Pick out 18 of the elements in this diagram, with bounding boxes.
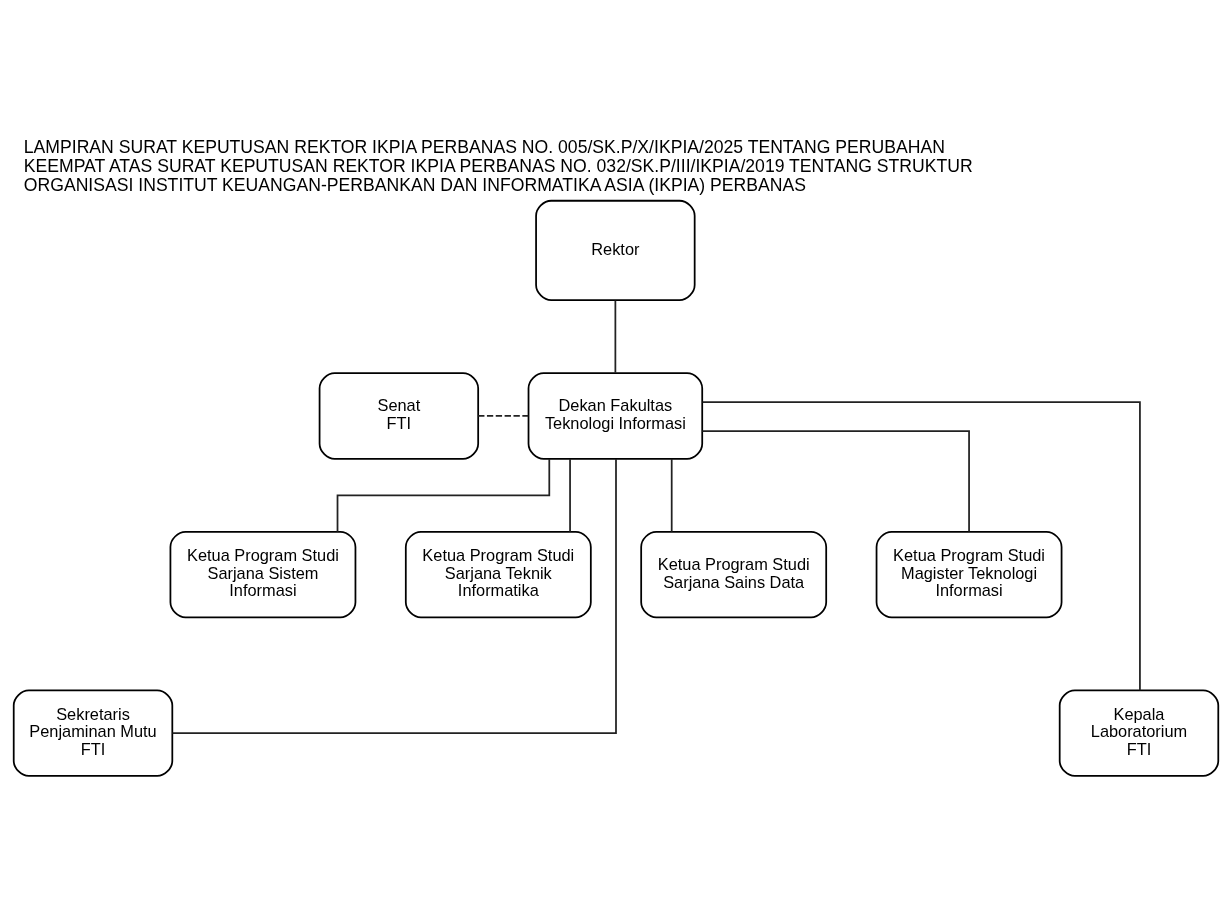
connector [614,299,617,374]
node-box: Dekan Fakultas Teknologi Informasi [527,372,704,460]
node-box: Ketua Program Studi Sarjana Sains Data [640,530,828,619]
connector [701,430,970,533]
connector [171,458,617,735]
node-box: Rektor [535,199,696,302]
node-box: Ketua Program Studi Sarjana Teknik Informatika [404,530,592,619]
connector [477,415,530,417]
node-box: Senat FTI [318,372,480,460]
connector [569,458,571,533]
connector [670,458,673,533]
connector [336,458,551,533]
node-box: Kepala Laboratorium FTI [1058,689,1220,777]
node-box: Ketua Program Studi Sarjana Sistem Informasi [169,530,357,619]
node-box: Sekretaris Penjaminan Mutu FTI [12,689,174,777]
diagram-title: LAMPIRAN SURAT KEPUTUSAN REKTOR IKPIA PERBANAS NO. 005/SK.P/X/IKPIA/2025 TENTANG PERUBAHAN KEEMPAT ATAS SURAT KEPUTUSAN REKTOR IKPIA PERBANAS NO. 032/SK.P/III/IKPIA/2019 TENTANG STRUKTUR ORGANISASI INSTITUT KEUANGAN-PERBANKAN DAN INFORMATIKA ASIA (IKPIA) PERBANAS [23,137,973,195]
connector [701,401,1141,692]
node-box: Ketua Program Studi Magister Teknologi Informasi [875,530,1063,619]
